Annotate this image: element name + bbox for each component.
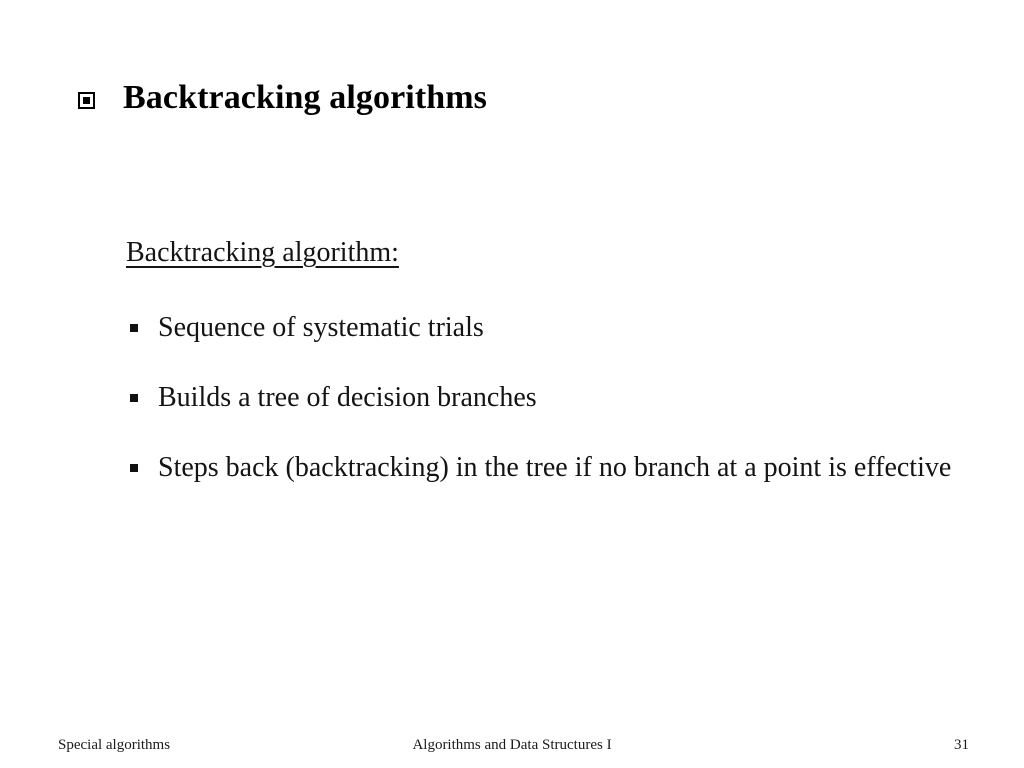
- footer-page-number: 31: [954, 737, 969, 753]
- slide-title: Backtracking algorithms: [78, 76, 487, 120]
- square-in-square-bullet-icon: [78, 91, 95, 109]
- list-item: Builds a tree of decision branches: [126, 367, 986, 428]
- filled-square-bullet-icon: [130, 464, 138, 472]
- footer-section-label: Special algorithms: [58, 737, 171, 753]
- bullet-list: Sequence of systematic trials Builds a t…: [126, 297, 986, 498]
- footer-course-title: Algorithms and Data Structures I: [412, 737, 612, 753]
- slide-body: Backtracking algorithm: Sequence of syst…: [126, 233, 986, 498]
- filled-square-bullet-icon: [130, 394, 138, 402]
- list-item-text: Builds a tree of decision branches: [158, 382, 537, 413]
- list-item-text: Steps back (backtracking) in the tree if…: [158, 452, 952, 483]
- list-item: Steps back (backtracking) in the tree if…: [126, 437, 986, 498]
- list-item: Sequence of systematic trials: [126, 297, 986, 358]
- subheading: Backtracking algorithm:: [126, 237, 399, 268]
- filled-square-bullet-icon: [130, 324, 138, 332]
- slide-footer: Special algorithms Algorithms and Data S…: [0, 733, 1024, 757]
- list-item-text: Sequence of systematic trials: [158, 312, 484, 343]
- page-title: Backtracking algorithms: [123, 79, 488, 116]
- subheading-row: Backtracking algorithm:: [126, 233, 986, 273]
